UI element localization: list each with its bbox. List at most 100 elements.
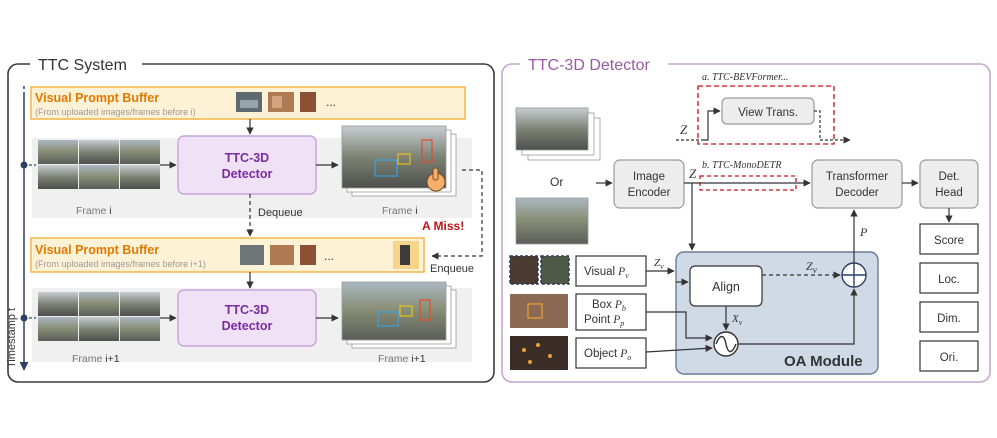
svg-text:Frame i: Frame i [382,205,418,217]
view-trans-label: View Trans. [738,107,798,119]
point-prompt-sub: p [619,319,624,328]
mono-detr-dashed-box [699,175,797,191]
miss-label: A Miss! [422,219,464,233]
frame-i1-left-prefix: Frame [72,353,105,365]
output-ori [919,340,979,372]
z-symbol-bev: Z [680,122,688,137]
output-loc [919,262,979,294]
bev-former-label: a. TTC-BEVFormer... [702,72,788,83]
ttc-system-title: TTC System [38,57,127,74]
input-image-stack [515,107,601,161]
align-label: Align [712,280,740,294]
det-head-line2: Head [935,187,963,199]
frame-i1-camera-mosaic [38,292,160,341]
frame-i1-output-stack [341,281,457,349]
dequeue-label: Dequeue [258,207,303,219]
det-head-line1: Det. [938,171,959,183]
output-score-label: Score [934,235,964,247]
buffer-thumb [300,92,316,112]
point-prompt-sym: P [612,314,620,326]
frame-i-right-index: i [415,205,417,217]
detector-bottom-line1: TTC-3D [225,303,269,317]
box-prompt-sym: P [614,299,622,311]
box-point-prompt-box [575,293,647,331]
output-dim-label: Dim. [937,313,961,325]
image-encoder-line1: Image [633,171,665,183]
svg-text:P: P [859,225,868,239]
zv-symbol-inner: Z [806,259,813,273]
svg-text:Frame i+1: Frame i+1 [378,353,426,365]
output-ori-label: Ori. [940,352,959,364]
box-prompt-label: Box [592,299,612,311]
zv-symbol-outer: Z [654,257,661,269]
enqueue-arrow [431,169,483,260]
transformer-decoder-line1: Transformer [826,171,888,183]
ttc-system-panel: TTC System Timestamp t Visual Prompt Buf… [6,54,495,383]
z-symbol-main: Z [689,166,697,181]
frame-i1-right-prefix: Frame [378,353,411,365]
timestamp-label: Timestamp t [6,308,18,368]
enqueue-label: Enqueue [430,263,474,275]
transformer-decoder [811,159,903,209]
box-point-prompt-thumb [510,294,568,328]
frame-i-right-prefix: Frame [382,205,415,217]
output-score [919,223,979,255]
buffer-top-title: Visual Prompt Buffer [35,91,159,105]
mono-detr-label: b. TTC-MonoDETR [702,160,781,171]
buffer-top-ellipsis: ... [326,95,336,109]
buffer-bottom-ellipsis: ... [324,249,334,263]
det-head [919,159,979,209]
svg-text:Frame i: Frame i [76,205,112,217]
object-prompt-thumb [510,336,568,370]
or-label: Or [550,175,563,189]
box-prompt-sub: b [622,304,626,313]
ttc-3d-detector-top [177,135,317,195]
detector-top-line1: TTC-3D [225,151,269,165]
frame-i-camera-mosaic [38,140,160,189]
buffer-bottom-title: Visual Prompt Buffer [35,243,159,257]
visual-prompt-sym: P [617,266,625,278]
object-prompt-box [575,337,647,369]
oa-module-label: OA Module [784,353,863,370]
ttc-3d-detector-bottom [177,289,317,347]
object-prompt-label: Object [584,348,618,360]
buffer-top-subtitle: (From uploaded images/frames before i) [35,107,196,117]
buffer-thumb [270,245,294,265]
visual-prompt-thumbs [509,255,570,285]
svg-text:Xv: Xv [731,313,743,327]
frame-i1-left-index: i+1 [105,353,119,365]
visual-prompt-sub: v [625,271,629,280]
image-encoder [613,159,685,209]
input-single-image [515,197,589,245]
xv-sub: v [739,318,743,327]
xv-symbol: X [731,313,740,325]
frame-i-left-prefix: Frame [76,205,109,217]
object-prompt-sym: P [619,348,627,360]
svg-text:Frame i+1: Frame i+1 [72,353,120,365]
buffer-bottom-subtitle: (From uploaded images/frames before i+1) [35,259,206,269]
visual-prompt-label: Visual [584,266,615,278]
frame-i1-right-index: i+1 [411,353,425,365]
visual-prompt-buffer-bottom [30,237,425,273]
object-prompt-sub: o [627,353,631,362]
ttc-3d-detector-title: TTC-3D Detector [528,57,650,74]
buffer-thumb [240,245,264,265]
buffer-thumb [300,245,316,265]
point-prompt-label: Point [584,314,611,326]
transformer-decoder-line2: Decoder [835,187,879,199]
zv-sub-outer: v [660,262,664,271]
svg-text:Zv: Zv [806,259,817,275]
bev-former-dashed-box [697,85,835,145]
detector-top-line2: Detector [222,167,273,181]
output-loc-label: Loc. [938,274,960,286]
p-symbol: P [859,225,868,239]
zv-sub-inner: v [813,265,817,275]
frame-i-left-index: i [109,205,111,217]
detector-bottom-line2: Detector [222,319,273,333]
visual-prompt-box [575,255,647,287]
